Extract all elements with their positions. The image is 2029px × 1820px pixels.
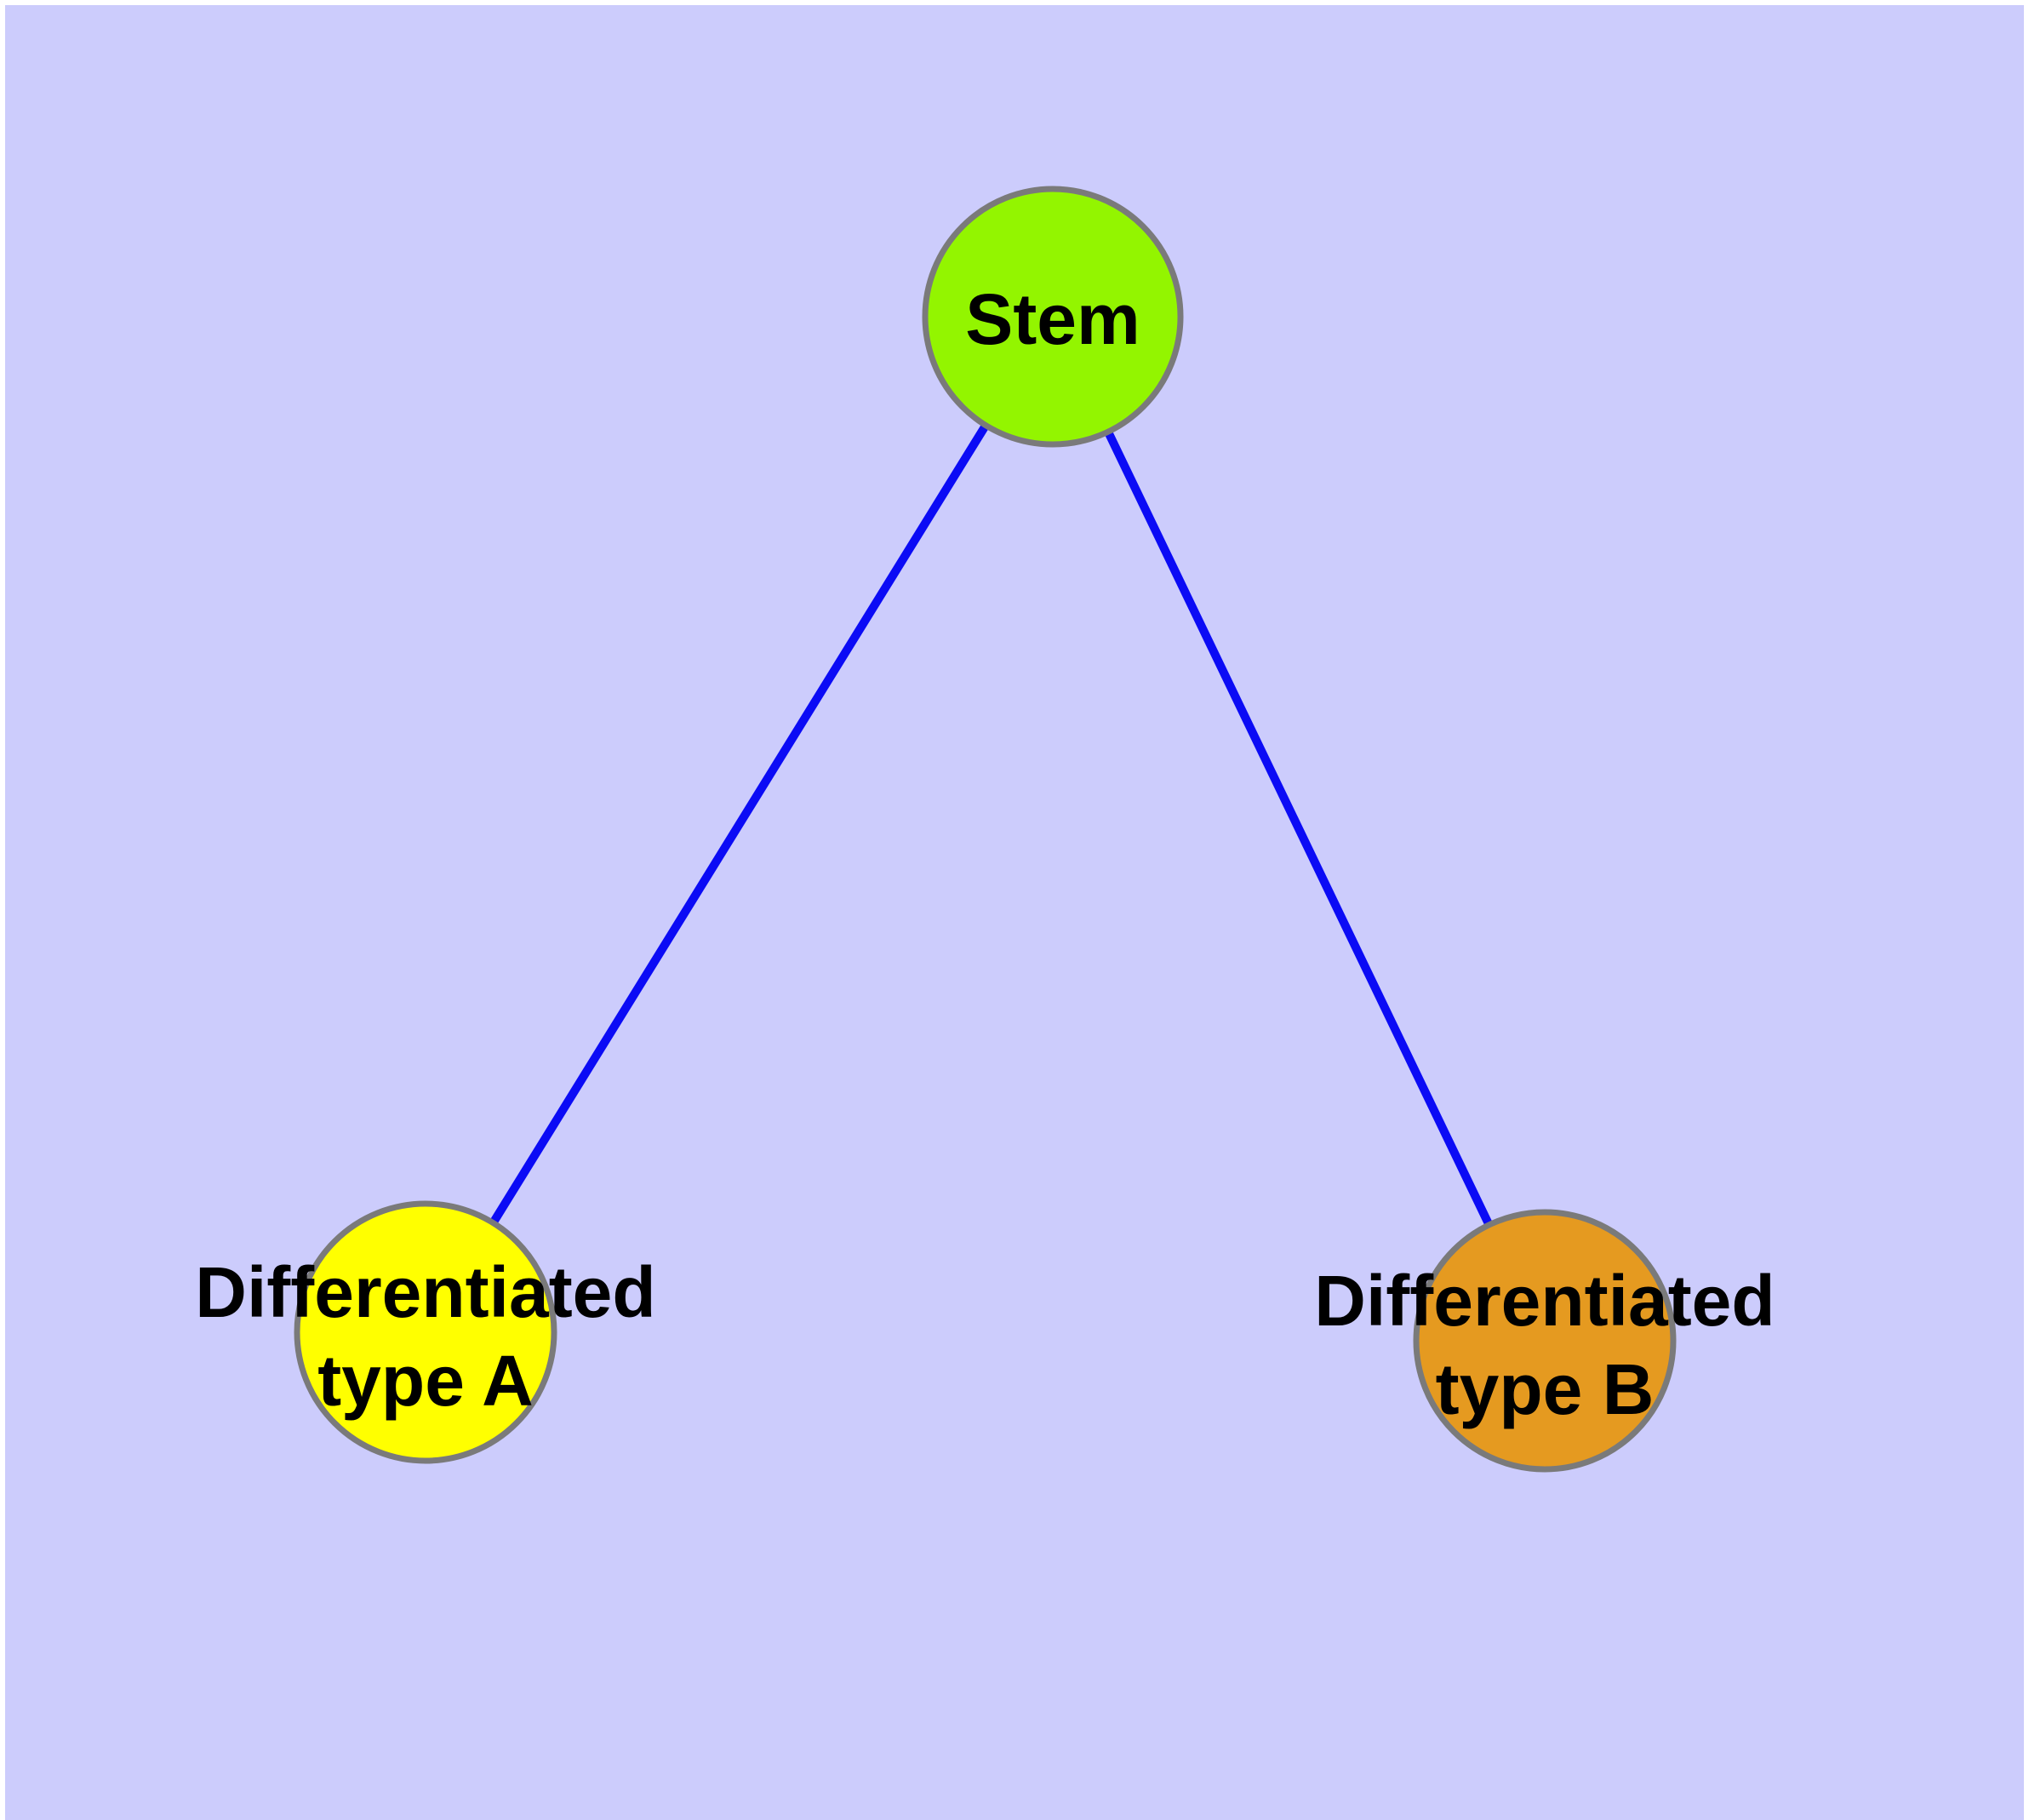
node-differentiated-type-b (1413, 1209, 1677, 1473)
node-type-a-label-line1: Differentiated (195, 1252, 655, 1332)
node-stem-label: Stem (965, 279, 1140, 359)
node-differentiated-type-a (294, 1200, 557, 1464)
edge-stem-to-type-b (1049, 312, 1549, 1345)
node-type-b-label-line1: Differentiated (1314, 1261, 1775, 1341)
edge-stem-to-type-a (421, 312, 1057, 1336)
node-type-b-label-line2: type B (1436, 1349, 1655, 1429)
node-stem (922, 186, 1184, 448)
node-type-a-label-line2: type A (317, 1341, 534, 1421)
